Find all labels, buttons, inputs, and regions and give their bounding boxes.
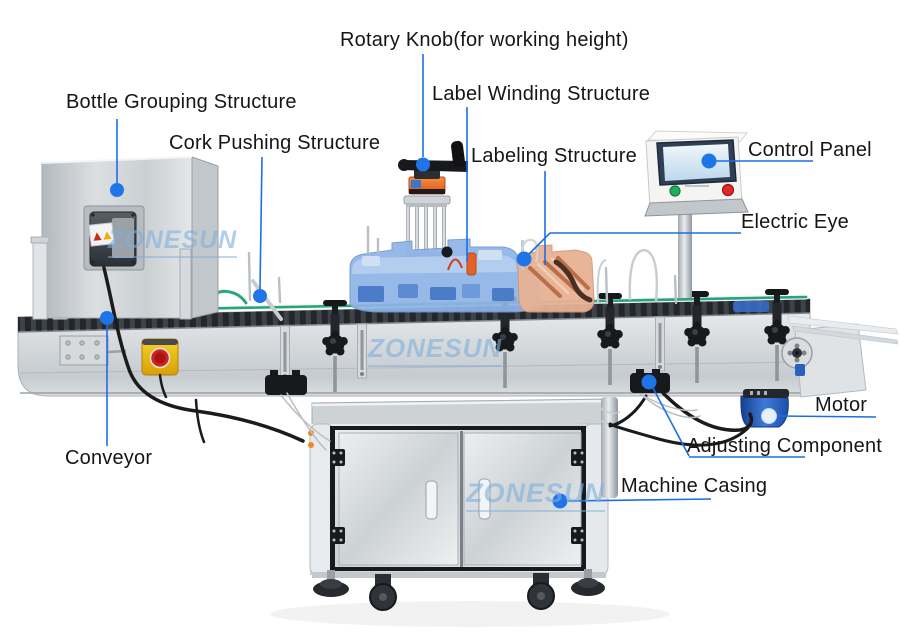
dot-cork-pushing [253,289,267,303]
annotation-label-conveyor: Conveyor [65,447,153,469]
leader-machine-casing [567,498,712,502]
leader-adjusting-1 [652,387,690,457]
label-winding-deck [349,226,541,313]
emergency-stop-button [141,338,179,376]
dot-motor [761,408,777,424]
watermark-zonesun-conveyor: ZONESUN [368,333,503,367]
annotation-label-label-winding: Label Winding Structure [432,83,651,105]
annotation-label-bottle-grouping: Bottle Grouping Structure [66,91,297,113]
labeling-structure-unit [516,238,595,313]
wire-loop-guides [596,248,658,303]
latch-plate [59,335,127,366]
watermark-zonesun-cabinet: ZONESUN [466,478,606,512]
rotary-knob-crank [398,140,468,172]
annotation-leaders [100,54,877,509]
annotation-label-electric-eye: Electric Eye [741,211,849,233]
dot-bottle-grouping [110,183,124,197]
annotation-label-machine-casing: Machine Casing [621,475,768,497]
floor-shadow [270,601,670,627]
conveyor-end-assembly [781,315,899,398]
annotation-label-motor: Motor [815,394,868,416]
adjusting-component-left [265,370,307,395]
dot-rotary-knob [416,157,430,172]
leader-cork-pushing [259,156,263,290]
annotation-label-rotary-knob: Rotary Knob(for working height) [340,29,629,51]
control-panel-unit [644,130,749,298]
annotation-label-adjusting-component: Adjusting Component [687,435,883,457]
guide-pins [247,251,678,321]
annotation-label-labeling-structure: Labeling Structure [471,145,637,167]
dot-adjusting-component [641,374,657,390]
dot-conveyor [100,311,114,325]
dot-electric-eye [516,251,532,267]
leader-motor [776,415,877,418]
bottle-grouping-hood [30,156,219,320]
watermark-zonesun-hood: ZONESUN [108,226,238,258]
annotation-label-cork-pushing: Cork Pushing Structure [169,132,381,154]
dot-control-panel [701,153,717,169]
annotation-label-control-panel: Control Panel [748,139,872,161]
dot-machine-casing [552,493,568,509]
cables [102,266,754,451]
leader-electric-eye [528,232,741,255]
